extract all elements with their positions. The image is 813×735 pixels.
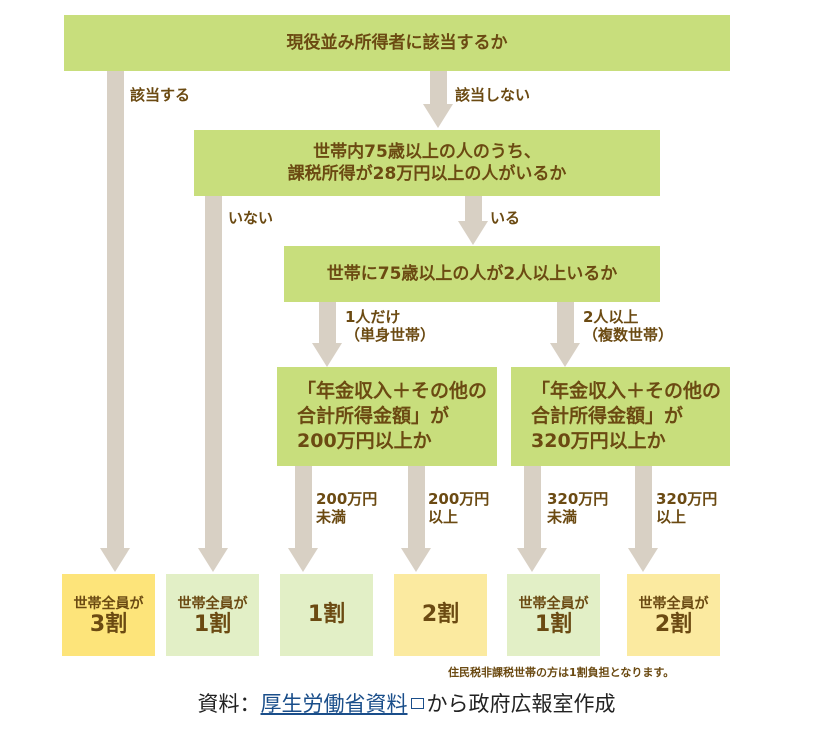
arrow-q4a-under [295, 466, 312, 549]
result-sub: 世帯全員が [73, 595, 144, 612]
arrow-q4b-over [635, 466, 652, 549]
branch-label-q1-no: 該当しない [455, 86, 531, 104]
result-box-1wari-all-multi: 世帯全員が 1割 [507, 574, 600, 656]
footnote: 住民税非課税世帯の方は1割負担となります。 [448, 666, 675, 679]
arrowhead-icon [288, 548, 318, 572]
arrowhead-icon [312, 343, 342, 367]
question-text: 「年金収入＋その他の 合計所得金額」が 200万円以上か [297, 380, 488, 452]
question-box-active-earner: 現役並み所得者に該当するか [64, 15, 730, 71]
result-main: 2割 [654, 611, 693, 637]
result-sub: 世帯全員が [638, 595, 709, 612]
result-main: 1割 [534, 611, 573, 637]
question-text: 現役並み所得者に該当するか [286, 32, 508, 53]
arrowhead-icon [550, 343, 580, 367]
result-box-2wari: 2割 [394, 574, 487, 656]
branch-label-q4b-under: 320万円 未満 [547, 490, 609, 526]
arrow-q1-no [430, 71, 447, 105]
question-box-elderly-count: 世帯に75歳以上の人が2人以上いるか [284, 246, 660, 302]
arrowhead-icon [100, 548, 130, 572]
branch-label-q2-no: いない [228, 209, 274, 227]
source-line: 資料：厚生労働省資料から政府広報室作成 [0, 688, 813, 718]
arrow-q3-single [319, 302, 336, 344]
question-box-income-200: 「年金収入＋その他の 合計所得金額」が 200万円以上か [277, 367, 497, 466]
result-box-2wari-all: 世帯全員が 2割 [627, 574, 720, 656]
question-text: 世帯に75歳以上の人が2人以上いるか [326, 263, 618, 284]
arrowhead-icon [401, 548, 431, 572]
arrow-q4b-under [524, 466, 541, 549]
branch-label-q3-multi: 2人以上 （複数世帯） [583, 308, 674, 344]
arrow-q4a-over [408, 466, 425, 549]
branch-label-q2-yes: いる [490, 209, 521, 227]
source-suffix: から政府広報室作成 [426, 692, 616, 716]
question-text: 「年金収入＋その他の 合計所得金額」が 320万円以上か [531, 380, 722, 452]
question-box-income-320: 「年金収入＋その他の 合計所得金額」が 320万円以上か [511, 367, 730, 466]
arrow-q2-no [205, 196, 222, 549]
result-box-3wari-all: 世帯全員が 3割 [62, 574, 155, 656]
result-main: 1割 [193, 611, 232, 637]
source-link[interactable]: 厚生労働省資料 [260, 692, 408, 716]
result-sub: 世帯全員が [177, 595, 248, 612]
result-main: 2割 [421, 601, 460, 627]
result-sub: 世帯全員が [518, 595, 589, 612]
result-box-1wari-all: 世帯全員が 1割 [166, 574, 259, 656]
branch-label-q4b-over: 320万円 以上 [656, 490, 718, 526]
question-text: 世帯内75歳以上の人のうち、 課税所得が28万円以上の人がいるか [287, 141, 567, 184]
arrowhead-icon [517, 548, 547, 572]
arrowhead-icon [423, 104, 453, 128]
result-main: 3割 [89, 611, 128, 637]
question-box-taxable-income: 世帯内75歳以上の人のうち、 課税所得が28万円以上の人がいるか [194, 130, 660, 196]
source-prefix: 資料： [197, 692, 261, 716]
branch-label-q4a-over: 200万円 以上 [428, 490, 490, 526]
arrowhead-icon [628, 548, 658, 572]
arrow-q3-multi [557, 302, 574, 344]
branch-label-q4a-under: 200万円 未満 [316, 490, 378, 526]
external-link-icon[interactable] [410, 697, 424, 709]
branch-label-q3-single: 1人だけ （単身世帯） [345, 308, 436, 344]
arrowhead-icon [198, 548, 228, 572]
arrow-q1-yes [107, 71, 124, 549]
arrow-q2-yes [465, 196, 482, 222]
result-main: 1割 [307, 601, 346, 627]
arrowhead-icon [458, 221, 488, 245]
result-box-1wari: 1割 [280, 574, 373, 656]
branch-label-q1-yes: 該当する [130, 86, 191, 104]
